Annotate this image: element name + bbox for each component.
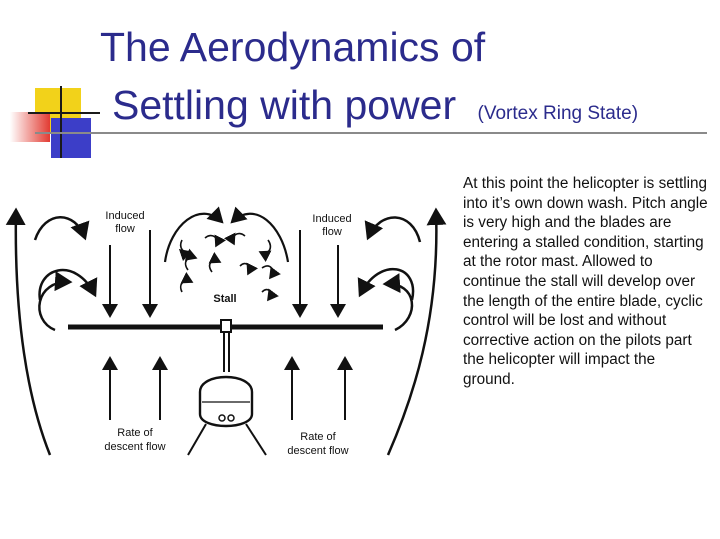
helicopter-icon <box>187 332 267 456</box>
deco-line-horizontal <box>28 112 100 114</box>
recirculation-left-middle-arrow <box>38 268 98 301</box>
label-descent-right-2: descent flow <box>287 445 348 457</box>
title-divider <box>35 132 707 134</box>
top-curl-right-arrow <box>230 206 290 263</box>
outer-flow-left-arrow <box>5 207 52 456</box>
label-stall: Stall <box>213 293 236 305</box>
deco-line-vertical <box>60 86 62 158</box>
vortex-ring-diagram: Induced flow Induced flow Stall Rate of … <box>5 206 447 457</box>
rotor-hub <box>220 319 232 333</box>
description-text: At this point the helicopter is settling… <box>463 175 708 388</box>
page-title-line2: Settling with power (Vortex Ring State) <box>112 82 638 129</box>
recirculation-right-middle-arrow <box>357 267 415 301</box>
stall-eddies <box>178 232 281 302</box>
recirculation-left-upper-arrow <box>33 216 90 241</box>
recirculation-right-upper-arrow <box>364 216 422 243</box>
page-title-line2-text: Settling with power <box>112 82 457 128</box>
outer-flow-right-arrow <box>386 207 447 456</box>
label-induced-flow-right-1: Induced <box>312 213 351 225</box>
label-descent-left-2: descent flow <box>104 441 165 453</box>
label-induced-flow-left-1: Induced <box>105 210 144 222</box>
recirculation-right-lower-arrow <box>382 273 414 332</box>
recirculation-left-lower-arrow <box>38 271 73 332</box>
label-descent-left-1: Rate of <box>117 427 153 439</box>
deco-square-blue <box>51 118 91 158</box>
top-curl-left-arrow <box>163 206 224 263</box>
page-title-line1: The Aerodynamics of <box>100 24 486 70</box>
label-induced-flow-left-2: flow <box>115 223 135 235</box>
label-induced-flow-right-2: flow <box>322 226 342 238</box>
label-descent-right-1: Rate of <box>300 431 336 443</box>
page-subtitle: (Vortex Ring State) <box>477 103 639 124</box>
deco-square-red <box>10 112 50 142</box>
